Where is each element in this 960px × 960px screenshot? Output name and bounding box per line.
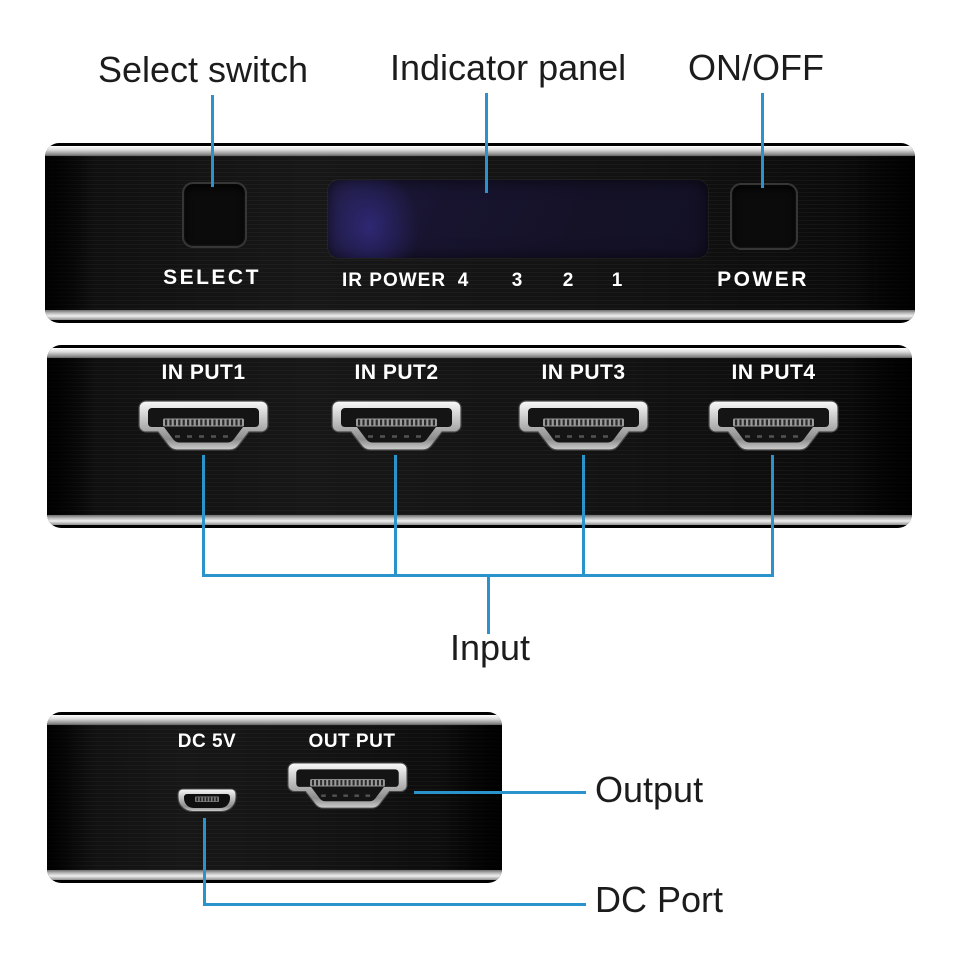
leader-line-input2 (394, 455, 397, 577)
channel-digit-1: 1 (611, 270, 623, 291)
input4-label: IN PUT4 (731, 361, 816, 384)
hdmi-port-input-4 (707, 400, 840, 452)
power-button-label: POWER (717, 268, 809, 291)
leader-line-dc-vertical (203, 818, 206, 906)
callout-input: Input (449, 627, 531, 668)
leader-line-dc-horizontal (203, 903, 586, 906)
channel-digit-3: 3 (511, 270, 523, 291)
leader-line-indicator-panel (485, 93, 488, 193)
input-face: IN PUT1 IN PUT2 IN PUT3 IN PUT4 (47, 358, 912, 515)
top-bezel (47, 715, 502, 725)
indicator-display (328, 180, 708, 258)
out-put-label: OUT PUT (308, 731, 396, 752)
callout-output: Output (595, 769, 704, 810)
callout-select-switch: Select switch (98, 49, 309, 90)
input1-label: IN PUT1 (161, 361, 246, 384)
callout-indicator-panel: Indicator panel (390, 47, 627, 88)
output-face: DC 5V OUT PUT (47, 725, 502, 870)
hdmi-port-input-3 (517, 400, 650, 452)
device-output-panel: DC 5V OUT PUT (47, 712, 502, 883)
bottom-bezel (47, 870, 502, 880)
device-input-panel: IN PUT1 IN PUT2 IN PUT3 IN PUT4 (47, 345, 912, 528)
leader-line-input4 (771, 455, 774, 577)
channel-digit-2: 2 (562, 270, 574, 291)
bottom-bezel (45, 310, 915, 320)
micro-usb-port (177, 788, 237, 816)
leader-line-input-drop (487, 574, 490, 634)
ir-power-label: IR POWER (342, 270, 447, 291)
front-face: SELECT IR POWER 4 3 2 1 POWER (45, 156, 915, 310)
power-button (730, 183, 798, 250)
hdmi-port-input-1 (137, 400, 270, 452)
dc-5v-label: DC 5V (177, 731, 237, 752)
callout-on-off: ON/OFF (688, 47, 824, 88)
hdmi-port-output (285, 762, 410, 810)
hdmi-port-input-2 (330, 400, 463, 452)
leader-line-select-switch (211, 95, 214, 187)
select-button-label: SELECT (163, 266, 261, 289)
leader-line-output (414, 791, 586, 794)
top-bezel (45, 146, 915, 156)
display-glow (328, 180, 708, 258)
leader-line-input1 (202, 455, 205, 577)
callout-dc-port: DC Port (595, 879, 724, 920)
edge-shade (47, 725, 502, 870)
bottom-bezel (47, 515, 912, 525)
top-bezel (47, 348, 912, 358)
channel-digit-4: 4 (457, 270, 469, 291)
leader-line-on-off (761, 93, 764, 188)
select-button (182, 182, 247, 248)
leader-line-input3 (582, 455, 585, 577)
input3-label: IN PUT3 (541, 361, 626, 384)
device-front-panel: SELECT IR POWER 4 3 2 1 POWER (45, 143, 915, 323)
input2-label: IN PUT2 (354, 361, 439, 384)
